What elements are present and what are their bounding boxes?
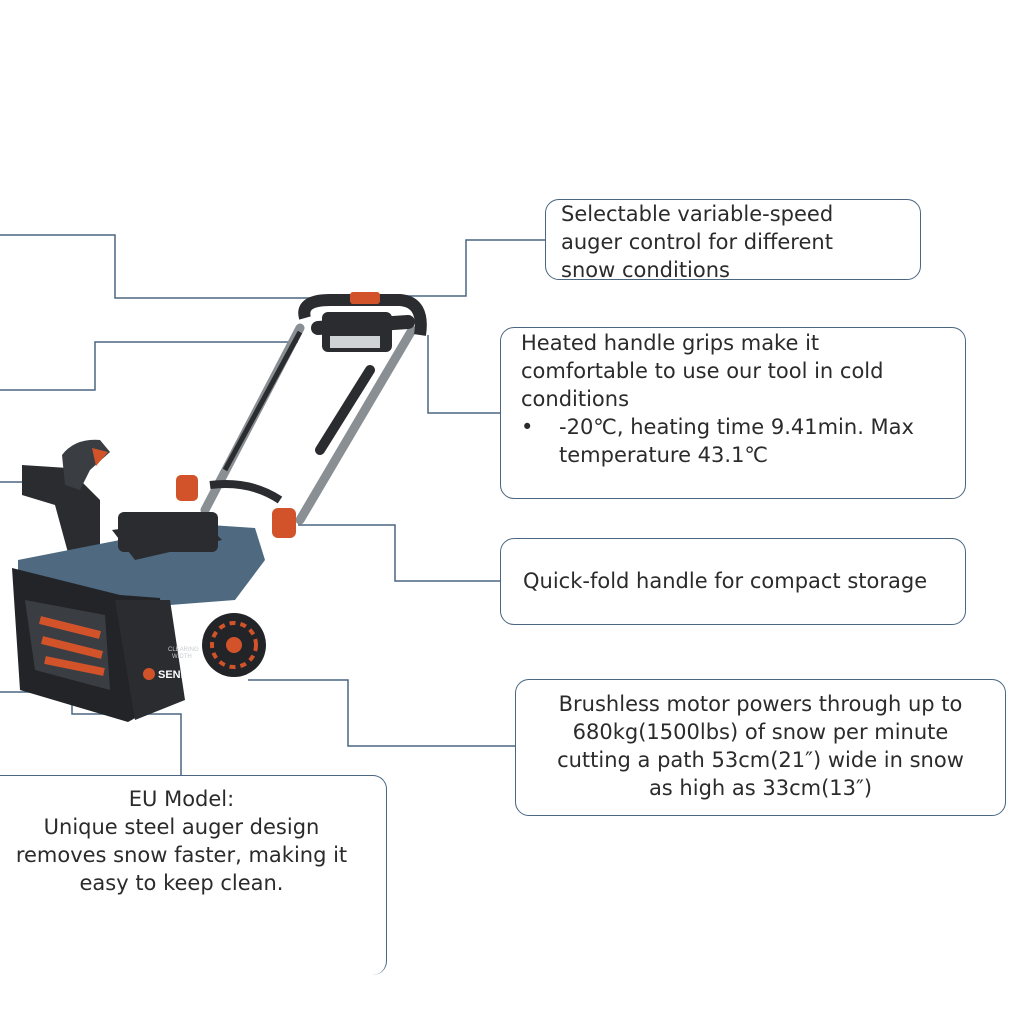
handle-frame bbox=[176, 292, 427, 538]
leader-line-heat bbox=[427, 335, 500, 414]
speed-control-knob bbox=[350, 292, 380, 304]
battery bbox=[118, 512, 218, 552]
leader-line-motor bbox=[248, 679, 515, 747]
callout-quick-fold: Quick-fold handle for compact storage bbox=[500, 538, 966, 625]
width-badge: 21" bbox=[176, 627, 195, 641]
callout-quick-fold-text: Quick-fold handle for compact storage bbox=[523, 569, 928, 593]
leader-line-top-left bbox=[0, 234, 345, 299]
leader-line-fold bbox=[298, 524, 500, 582]
callout-heated-grips-bullet: -20℃, heating time 9.41min. Max temperat… bbox=[559, 415, 914, 467]
brand-logo: SENIX bbox=[158, 669, 192, 681]
chute bbox=[22, 439, 110, 560]
fold-knob bbox=[272, 508, 296, 538]
callout-eu-model-text: EU Model: Unique steel auger design remo… bbox=[15, 787, 348, 895]
callout-motor: Brushless motor powers through up to 680… bbox=[515, 679, 1006, 816]
leader-line-speed bbox=[385, 239, 545, 297]
callout-heated-grips: Heated handle grips make it comfortable … bbox=[500, 327, 966, 499]
machine-body bbox=[12, 512, 265, 722]
bullet-dot-icon: • bbox=[521, 415, 534, 439]
leader-line-handle-left bbox=[0, 341, 298, 391]
callout-eu-model: EU Model: Unique steel auger design remo… bbox=[0, 775, 387, 975]
callout-heated-grips-text: Heated handle grips make it comfortable … bbox=[521, 331, 884, 411]
callout-auger-speed-text: Selectable variable-speed auger control … bbox=[561, 202, 834, 282]
callout-heated-grips-bullet-row: • -20℃, heating time 9.41min. Max temper… bbox=[521, 413, 965, 469]
callout-motor-text: Brushless motor powers through up to 680… bbox=[557, 692, 964, 800]
brand-logo-mark bbox=[143, 668, 155, 680]
callout-auger-speed: Selectable variable-speed auger control … bbox=[545, 199, 921, 282]
wheel bbox=[202, 613, 266, 677]
